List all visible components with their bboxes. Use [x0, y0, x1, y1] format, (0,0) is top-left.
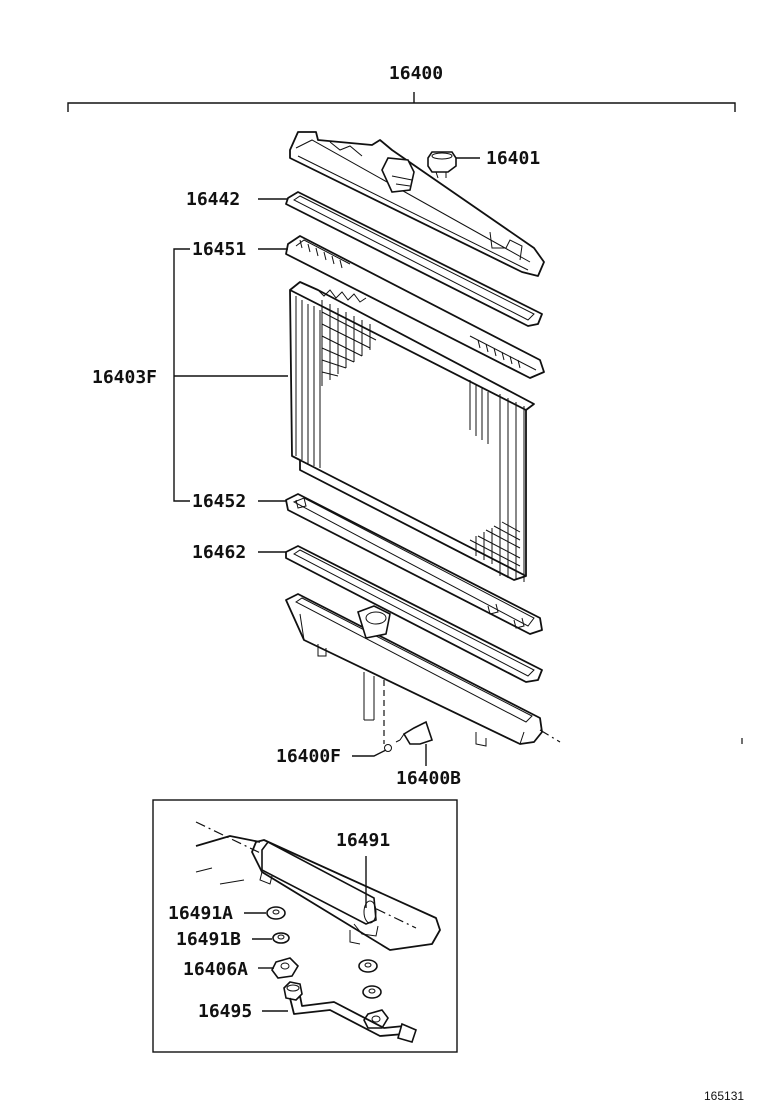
label-16401: 16401 [486, 148, 540, 169]
drain-cock: 16400B [395, 720, 461, 789]
label-16400: 16400 [389, 63, 443, 84]
radiator-core: 16403F [92, 248, 535, 582]
label-16491A: 16491A [168, 903, 233, 924]
drain-cock-plug: 16400F [276, 744, 392, 767]
lower-gasket: 16462 [192, 542, 543, 683]
assembly-bracket: 16400 [67, 63, 736, 112]
label-16400F: 16400F [276, 746, 341, 767]
oil-cooler-pipe-16495: 16495 [198, 981, 417, 1043]
upper-gasket: 16442 [186, 189, 543, 327]
nut-16406A: 16406A [183, 957, 300, 980]
washer-16491A: 16491A [168, 903, 286, 924]
label-16452: 16452 [192, 491, 246, 512]
lower-tank [285, 593, 743, 747]
label-16451: 16451 [192, 239, 246, 260]
upper-tank [289, 131, 545, 277]
label-16403F: 16403F [92, 367, 157, 388]
oil-cooler-inset: 16491 16491A 16491B 16406A [152, 799, 458, 1053]
label-16462: 16462 [192, 542, 246, 563]
upper-plate: 16451 [192, 235, 545, 379]
label-16400B: 16400B [396, 768, 461, 789]
label-16491B: 16491B [176, 929, 241, 950]
label-16406A: 16406A [183, 959, 248, 980]
washer-16491B: 16491B [176, 929, 290, 950]
diagram-reference-number: 165131 [704, 1089, 744, 1103]
radiator-cap: 16401 [427, 148, 540, 179]
label-16442: 16442 [186, 189, 240, 210]
label-16491: 16491 [336, 830, 390, 851]
label-16495: 16495 [198, 1001, 252, 1022]
lower-plate: 16452 [192, 491, 543, 635]
